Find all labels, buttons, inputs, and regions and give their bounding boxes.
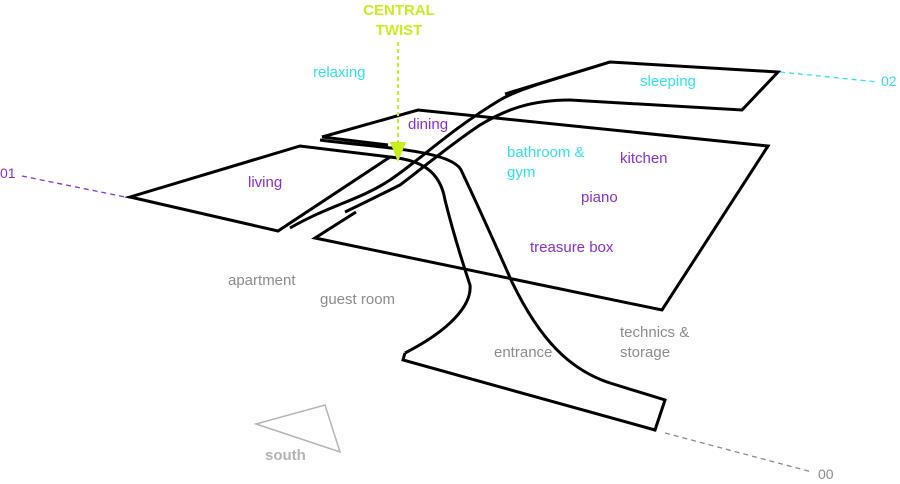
room-entrance-label: entrance [494, 344, 552, 361]
room-living-label: living [248, 174, 282, 191]
central-twist-arrow-head-icon [390, 142, 406, 162]
level-00-dashed-line [664, 432, 813, 473]
room-relaxing-label: relaxing [313, 64, 366, 81]
level-02-dashed-line [779, 71, 879, 83]
room-guest-room-label: guest room [320, 291, 395, 308]
level-00-label: 00 [818, 466, 834, 482]
twist-ribbon-inner-edge [344, 98, 571, 214]
level-01-main-plate-outline [311, 108, 771, 312]
room-bathroom-label-line1: bathroom & [507, 144, 585, 161]
room-apartment-label: apartment [228, 272, 296, 289]
room-kitchen-label: kitchen [620, 150, 668, 167]
twist-descent-left-edge [389, 155, 472, 355]
level-01-label: 01 [0, 165, 16, 181]
room-technics-label-line2: storage [620, 344, 670, 361]
twist-descent-right-edge [319, 138, 611, 385]
room-treasure-box-label: treasure box [530, 239, 614, 256]
central-twist-label-line1: CENTRAL [363, 2, 435, 19]
level-01-main-plate-edge [321, 135, 389, 147]
central-twist-label-line2: TWIST [376, 22, 423, 39]
room-sleeping-label: sleeping [640, 73, 696, 90]
room-bathroom-label-line2: gym [507, 164, 535, 181]
level-02-label: 02 [881, 73, 897, 89]
south-compass-label: south [265, 447, 306, 464]
room-technics-label-line1: technics & [620, 324, 689, 341]
room-piano-label: piano [581, 189, 618, 206]
level-00-ground-plate [401, 352, 667, 432]
level-01-dashed-line [21, 175, 131, 199]
room-dining-label: dining [408, 116, 448, 133]
twist-ribbon-outer-edge [289, 60, 611, 230]
south-compass-triangle-icon [253, 404, 342, 454]
